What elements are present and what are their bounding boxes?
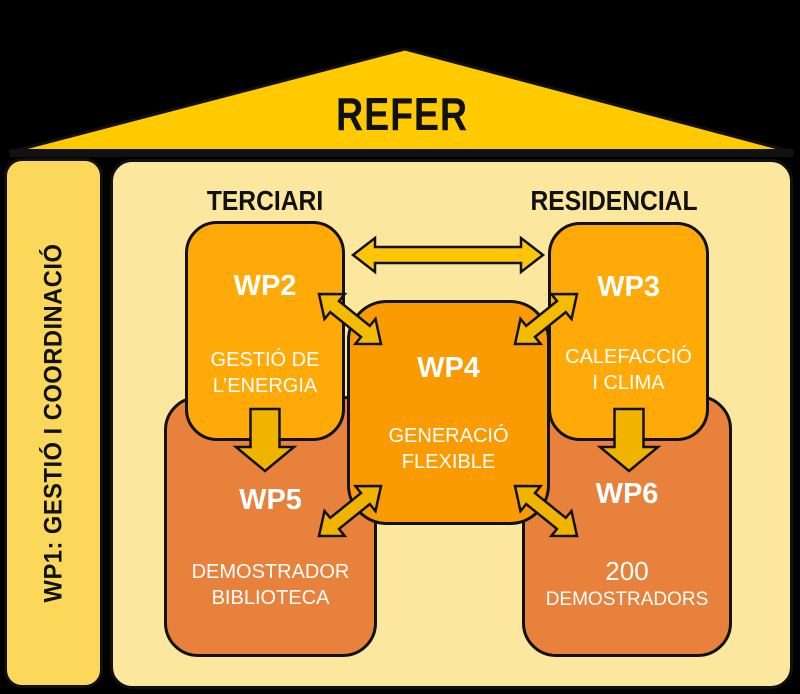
wp2-box: WP2 GESTIÓ DE L’ENERGIA xyxy=(185,221,345,441)
wp3-desc-line2: I CLIMA xyxy=(592,372,665,394)
wp2-desc-line1: GESTIÓ DE xyxy=(210,349,320,371)
wp4-desc-line1: GENERACIÓ xyxy=(388,425,509,447)
wp1-label: WP1: GESTIÓ I COORDINACIÓ xyxy=(39,243,67,603)
wp5-desc-line2: BIBLIOTECA xyxy=(211,587,330,609)
section-header-residencial: RESIDENCIAL xyxy=(530,185,698,216)
wp6-description: 200 DEMOSTRADORS xyxy=(525,556,729,612)
wp5-title: WP5 xyxy=(239,484,302,516)
wp2-description: GESTIÓ DE L’ENERGIA xyxy=(188,347,342,399)
wp5-description: DEMOSTRADOR BIBLIOTECA xyxy=(167,559,374,611)
wp4-box: WP4 GENERACIÓ FLEXIBLE xyxy=(347,300,550,525)
wp4-desc-line2: FLEXIBLE xyxy=(401,451,496,473)
project-title: REFER xyxy=(336,88,468,140)
wp3-description: CALEFACCIÓ I CLIMA xyxy=(551,344,706,396)
wp6-desc-line1: 200 xyxy=(605,556,649,586)
wp4-title: WP4 xyxy=(417,352,480,384)
wp6-desc-line2: DEMOSTRADORS xyxy=(545,589,709,610)
wp2-desc-line2: L’ENERGIA xyxy=(212,375,318,397)
wp6-title: WP6 xyxy=(595,478,659,510)
roof-base-line xyxy=(10,149,793,157)
wp3-desc-line1: CALEFACCIÓ xyxy=(565,346,692,368)
wp5-desc-line1: DEMOSTRADOR xyxy=(191,561,350,583)
wp2-title: WP2 xyxy=(233,270,297,302)
wp3-box: WP3 CALEFACCIÓ I CLIMA xyxy=(548,222,709,441)
wp4-description: GENERACIÓ FLEXIBLE xyxy=(350,423,547,475)
section-header-terciari: TERCIARI xyxy=(206,185,324,216)
wp1-bar: WP1: GESTIÓ I COORDINACIÓ xyxy=(4,158,103,688)
wp3-title: WP3 xyxy=(597,271,660,303)
